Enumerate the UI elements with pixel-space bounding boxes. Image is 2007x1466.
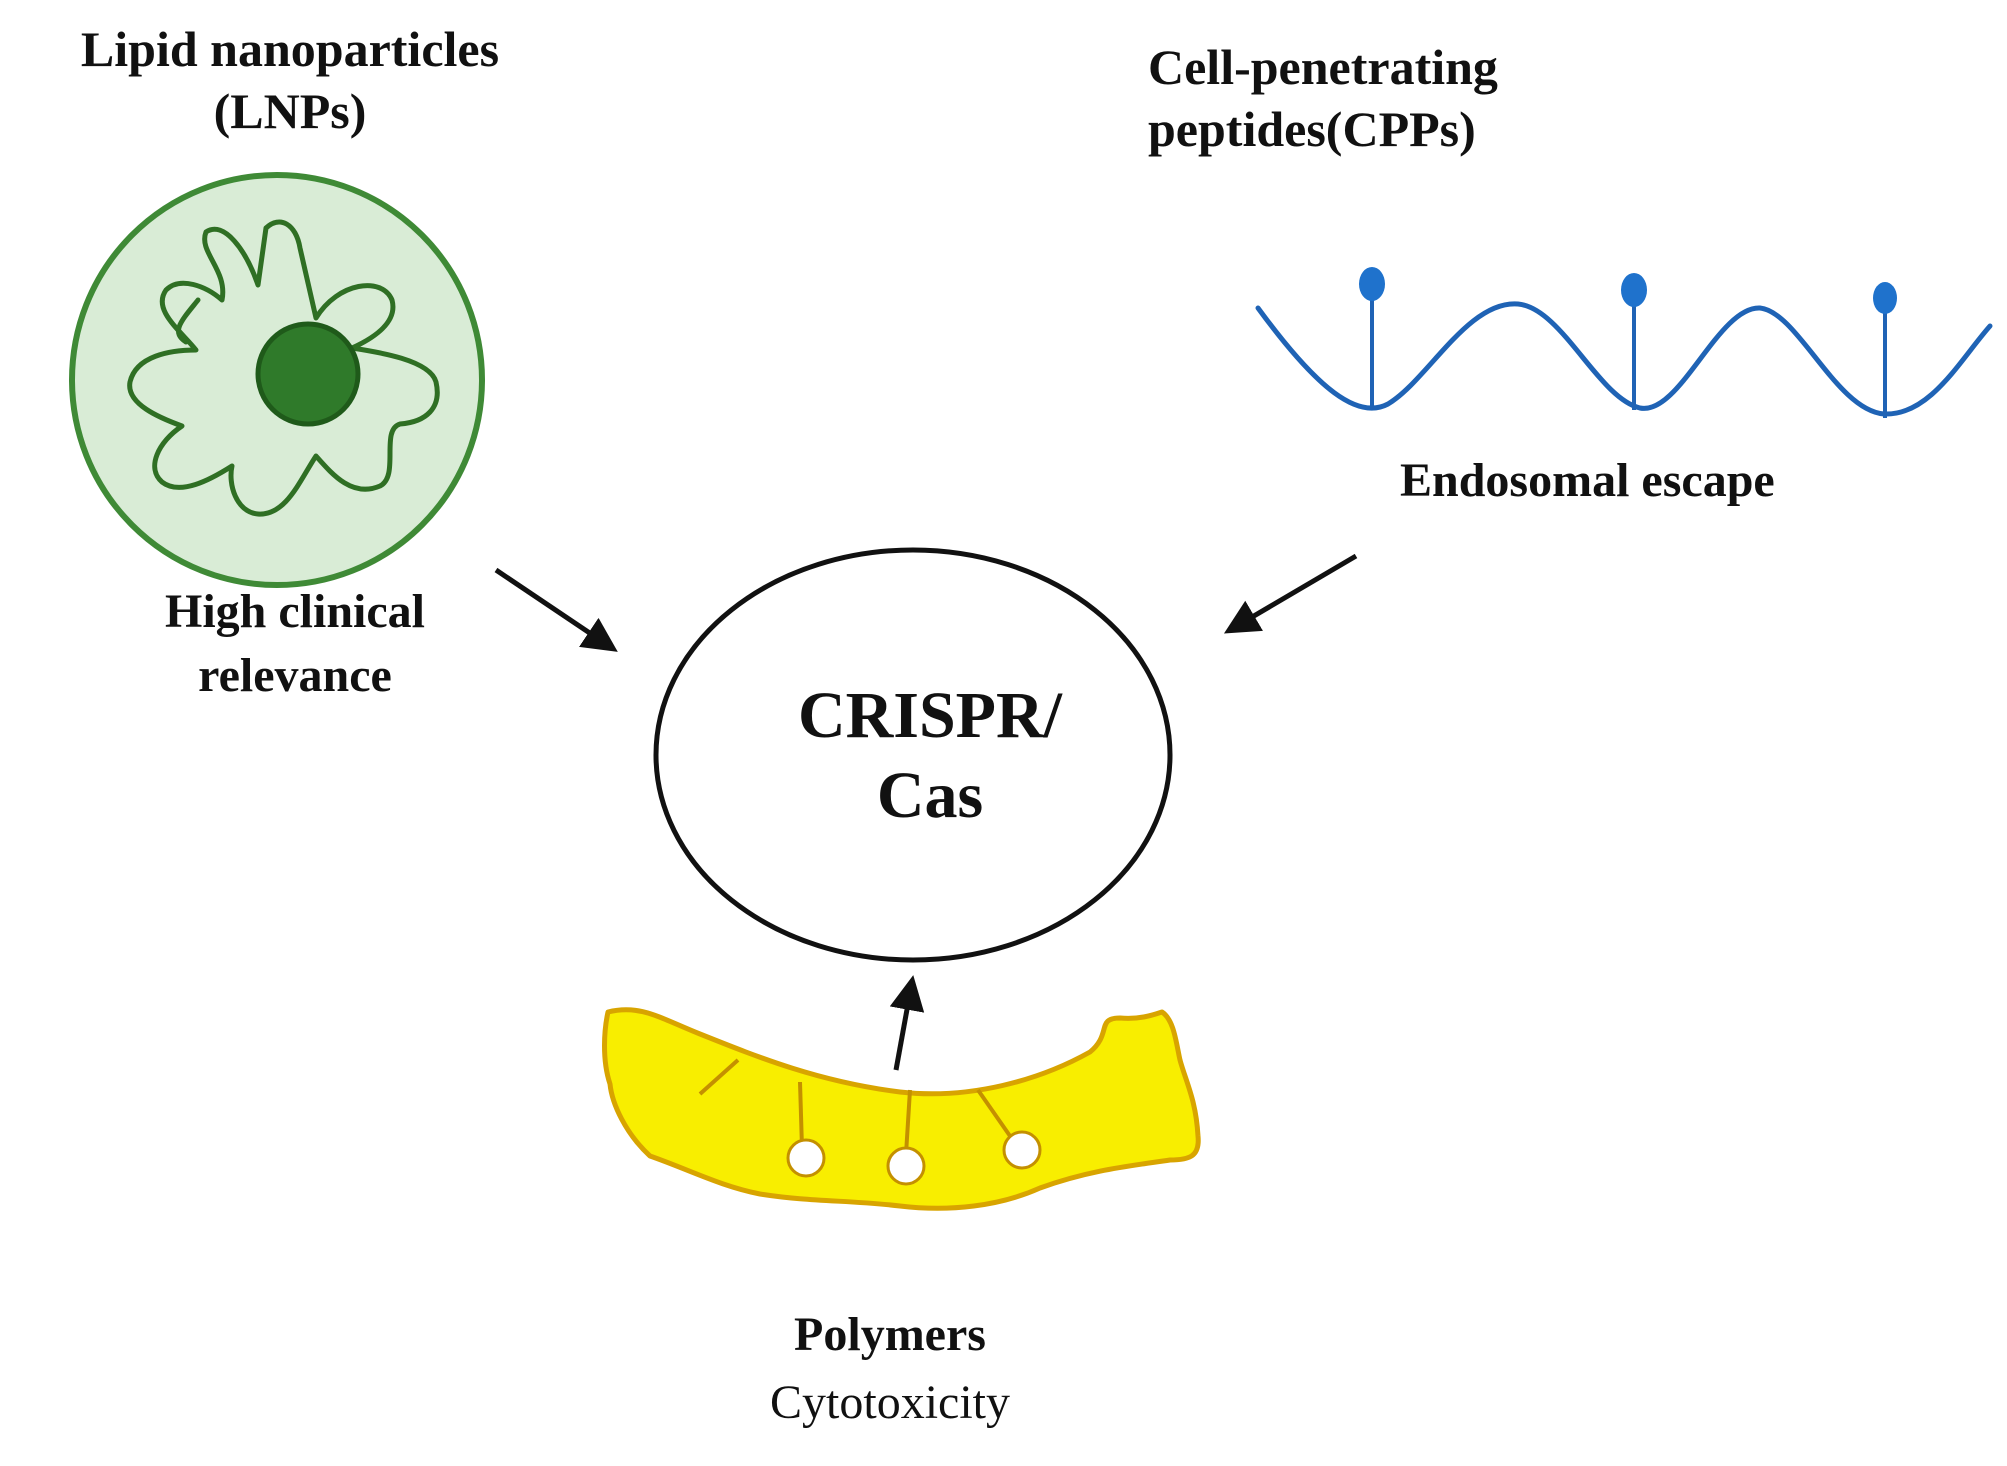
- polymer-chain-3: [904, 1089, 912, 1155]
- cpp-title-line2: peptides(CPPs): [1148, 101, 1476, 157]
- cell-penetrating-peptide-icon: [1255, 267, 1993, 418]
- lnp-note: High clinical relevance: [120, 580, 470, 708]
- crispr-cas-ellipse: [653, 547, 1173, 963]
- cpp-title-line1: Cell-penetrating: [1148, 39, 1498, 95]
- polymer-chain-2: [798, 1081, 804, 1149]
- crispr-cas-line2: Cas: [876, 759, 984, 832]
- lipid-nanoparticle-icon: [69, 172, 485, 588]
- crispr-cas-line1: CRISPR/: [797, 679, 1063, 752]
- arrow-lnp-to-crispr: [494, 567, 618, 652]
- peptide-head-3: [1873, 282, 1897, 314]
- lnp-membrane-fold: [176, 297, 201, 345]
- lnp-note-line2: relevance: [198, 649, 392, 702]
- lnp-title: Lipid nanoparticles (LNPs): [30, 18, 550, 142]
- cpp-title: Cell-penetrating peptides(CPPs): [1148, 36, 1498, 160]
- lnp-note-line1: High clinical: [164, 585, 425, 638]
- arrow-polymer-to-crispr: [889, 975, 925, 1071]
- polymer-bead-2: [886, 1146, 926, 1186]
- peptide-wave: [1255, 301, 1993, 417]
- polymers-title: Polymers: [794, 1308, 986, 1361]
- polymer-body: [602, 1007, 1201, 1211]
- lnp-title-line1: Lipid nanoparticles: [80, 21, 500, 77]
- lnp-core: [255, 321, 361, 427]
- polymer-bead-1: [786, 1138, 826, 1178]
- polymers-note: Cytotoxicity: [770, 1376, 1010, 1429]
- arrow-cpp-to-crispr: [1223, 553, 1358, 634]
- polymer-icon: [602, 1007, 1201, 1211]
- lnp-inner-membrane: [127, 219, 440, 517]
- polymer-chain-1: [698, 1058, 740, 1096]
- peptide-head-2: [1621, 273, 1647, 307]
- cpp-note: Endosomal escape: [1400, 454, 1775, 507]
- crispr-cas-label: CRISPR/ Cas: [700, 676, 1160, 836]
- polymer-chain-4: [976, 1088, 1012, 1138]
- polymer-bead-3: [1002, 1130, 1042, 1170]
- lnp-title-line2: (LNPs): [213, 83, 367, 139]
- peptide-head-1: [1359, 267, 1385, 301]
